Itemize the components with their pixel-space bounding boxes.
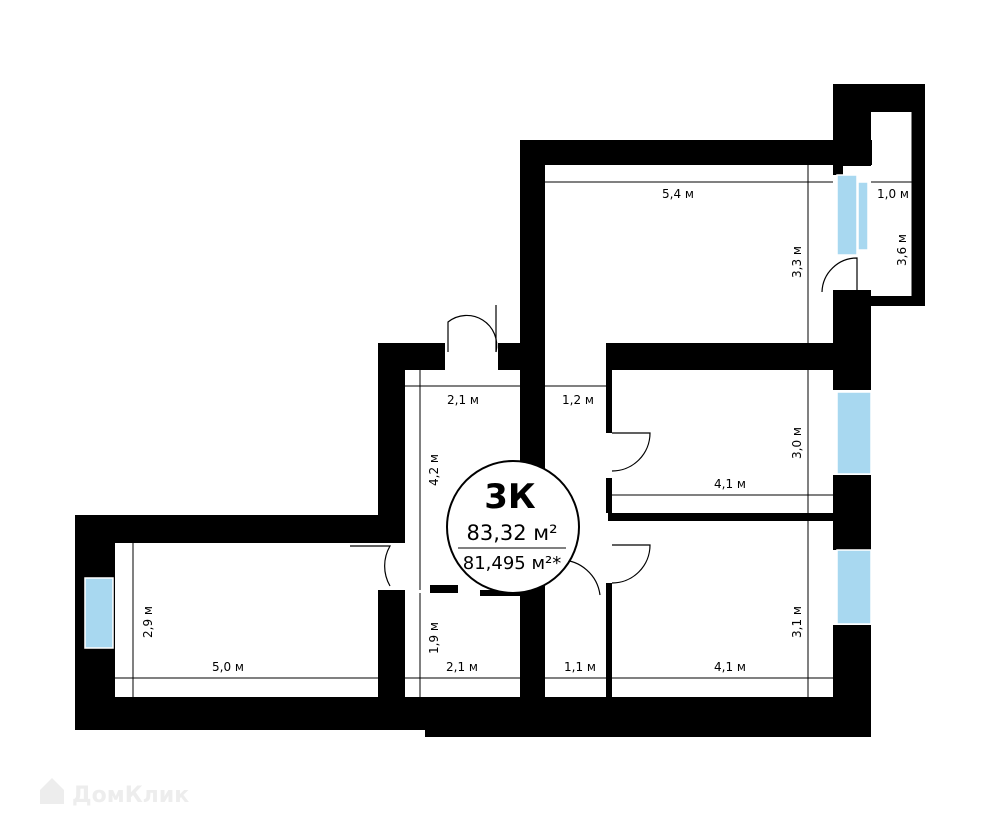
walls [75,84,925,737]
window-right-lower [836,549,872,625]
doors [350,257,858,596]
dim-label: 1,0 м [877,187,909,201]
dim-label: 5,0 м [212,660,244,674]
badge-circle [446,460,580,594]
dim-label: 1,9 м [427,622,441,654]
area-badge: 3К 83,32 м² 81,495 м²* [446,460,580,594]
dim-label: 3,6 м [895,234,909,266]
dim-label: 1,2 м [562,393,594,407]
watermark-text: ДомКлик [72,783,189,808]
door-balcony [821,257,858,295]
dim-label: 5,4 м [662,187,694,201]
window-balcony-inner [857,181,869,251]
door-entrance [447,314,498,353]
door-left-room [350,545,392,587]
dimension-lines [115,112,913,697]
dim-label: 4,1 м [714,477,746,491]
window-balcony [836,174,858,256]
dim-label: 4,2 м [427,454,441,486]
dim-label: 3,1 м [790,606,804,638]
total-area: 83,32 м² [466,521,557,545]
window-right-upper [836,391,872,475]
dimension-labels: 5,4 м 1,0 м 3,6 м 3,3 м 2,1 м 1,2 м 4,2 … [141,187,909,674]
dim-label: 2,9 м [141,606,155,638]
door-bedroom-lower [611,544,651,584]
dim-label: 2,1 м [446,660,478,674]
living-area: 81,495 м²* [463,553,562,574]
windows [84,174,872,649]
dim-label: 1,1 м [564,660,596,674]
house-logo-icon [40,778,64,804]
watermark: ДомКлик [40,778,189,808]
door-bedroom-upper [611,432,651,472]
dim-label: 3,0 м [790,427,804,459]
dim-label: 4,1 м [714,660,746,674]
window-left [84,577,114,649]
dim-label: 3,3 м [790,246,804,278]
dim-label: 2,1 м [447,393,479,407]
room-count: 3К [484,477,536,517]
